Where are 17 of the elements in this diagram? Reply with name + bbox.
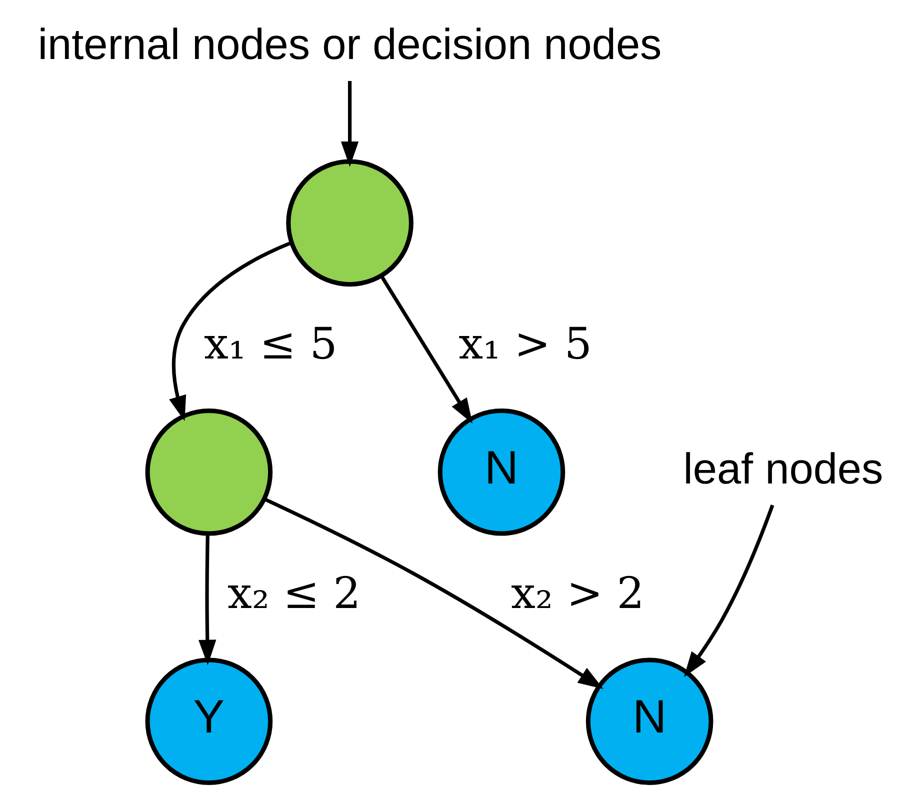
node-text: leaf nodes — [682, 445, 883, 494]
node-circle — [144, 408, 272, 536]
edge-label: x₂ ≤ 2 — [227, 568, 360, 619]
arrow — [380, 275, 472, 424]
arrow — [263, 497, 603, 690]
arrow — [198, 534, 216, 666]
node-circle: Y — [144, 658, 272, 785]
node-circle — [286, 159, 413, 287]
arrow — [683, 504, 774, 677]
node-text: internal nodes or decision nodes — [37, 20, 662, 69]
arrow — [340, 81, 358, 167]
edge-label: x₁ > 5 — [458, 320, 592, 370]
node-circle: N — [585, 658, 713, 785]
arrow — [168, 241, 292, 422]
edge-label: x₁ ≤ 5 — [204, 320, 337, 370]
node-circle: N — [437, 408, 565, 536]
edge-label: x₂ > 2 — [510, 568, 644, 619]
